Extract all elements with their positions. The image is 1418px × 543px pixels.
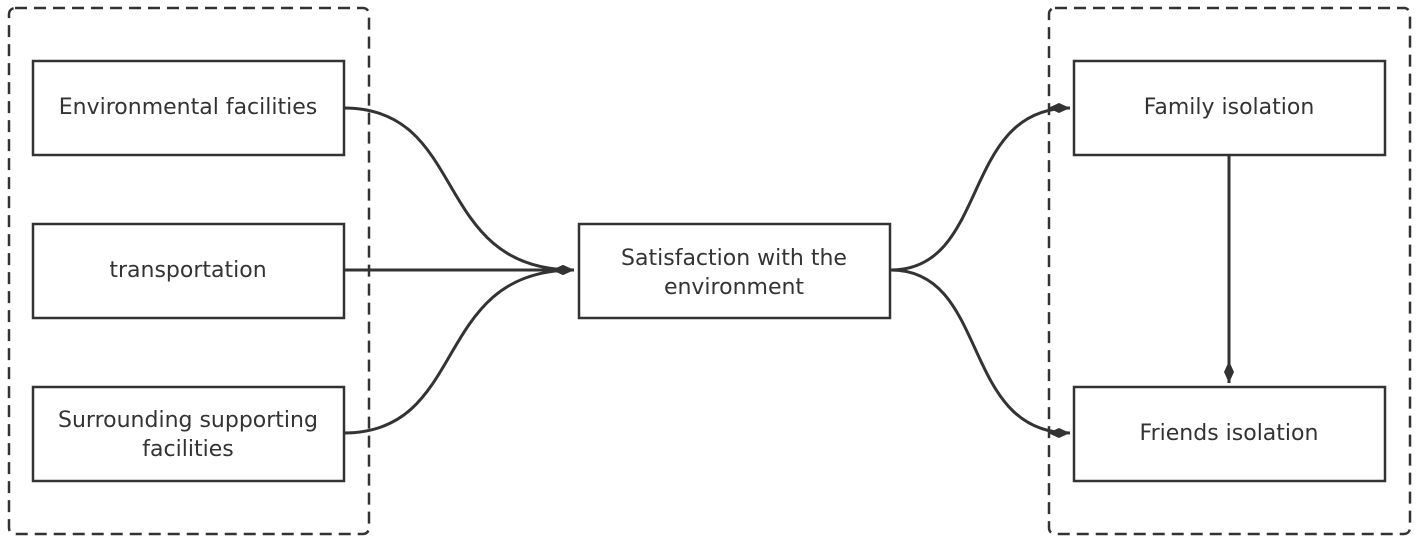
node-satisfaction-label-line-1: Satisfaction with the: [621, 246, 847, 271]
node-surrounding-facilities-label-line-2: facilities: [142, 437, 233, 462]
svg-text:transportation: transportation: [109, 258, 266, 283]
svg-text:environment: environment: [664, 275, 804, 300]
node-family-isolation: Family isolation: [1072, 59, 1387, 157]
node-satisfaction-with-environment: Satisfaction with the environment: [577, 222, 892, 320]
svg-text:Surrounding supporting: Surrounding supporting: [58, 408, 318, 433]
node-family-isolation-label: Family isolation: [1144, 95, 1315, 120]
svg-text:Family isolation: Family isolation: [1144, 95, 1315, 120]
right-group-container: [1047, 6, 1412, 536]
node-transportation-label: transportation: [109, 258, 266, 283]
edge-satisfaction-to-friends-isolation: [890, 268, 1071, 438]
node-environmental-facilities-label: Environmental facilities: [59, 95, 317, 120]
edge-environmental-facilities-to-satisfaction: [343, 106, 575, 275]
svg-text:facilities: facilities: [142, 437, 233, 462]
node-surrounding-supporting-facilities: Surrounding supporting facilities: [31, 385, 346, 483]
node-environmental-facilities: Environmental facilities: [31, 59, 346, 157]
node-satisfaction-label-line-2: environment: [664, 275, 804, 300]
svg-text:Satisfaction with the: Satisfaction with the: [621, 246, 847, 271]
node-transportation: transportation: [31, 222, 346, 320]
node-surrounding-facilities-label-line-1: Surrounding supporting: [58, 408, 318, 433]
edge-satisfaction-to-family-isolation: [890, 103, 1071, 272]
svg-text:Environmental facilities: Environmental facilities: [59, 95, 317, 120]
node-friends-isolation-label: Friends isolation: [1140, 421, 1319, 446]
svg-text:Friends isolation: Friends isolation: [1140, 421, 1319, 446]
edge-surrounding-facilities-to-satisfaction: [343, 265, 575, 435]
node-friends-isolation: Friends isolation: [1072, 385, 1387, 483]
